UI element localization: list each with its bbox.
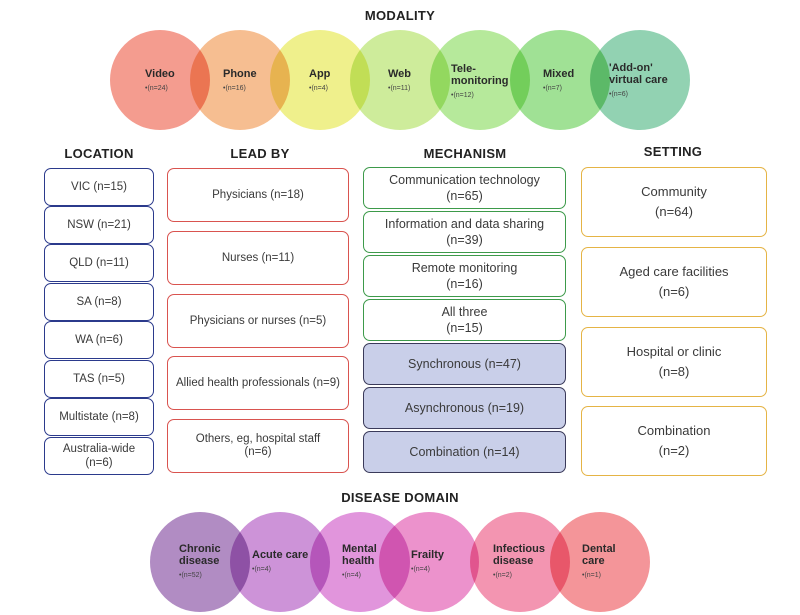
disease-domain-title: DISEASE DOMAIN	[341, 490, 459, 505]
mechanism-item-synchronous: Synchronous (n=47)	[363, 343, 566, 385]
disease-label-chronic: Chronic disease •(n=52)	[179, 543, 221, 579]
disease-label-dental: Dental care •(n=1)	[582, 543, 616, 579]
location-item-tas: TAS (n=5)	[44, 360, 154, 398]
setting-item-community: Community (n=64)	[581, 167, 767, 237]
modality-label-video: Video •(n=24)	[145, 68, 175, 92]
lead-by-title: LEAD BY	[230, 146, 290, 161]
modality-title: MODALITY	[364, 8, 436, 23]
mechanism-item-all-three: All three (n=15)	[363, 299, 566, 341]
lead-by-item-physicians-or-nurses: Physicians or nurses (n=5)	[167, 294, 349, 348]
mechanism-title: MECHANISM	[423, 146, 507, 161]
location-item-qld: QLD (n=11)	[44, 244, 154, 282]
location-item-multistate: Multistate (n=8)	[44, 398, 154, 436]
disease-label-infectious: Infectious disease •(n=2)	[493, 543, 545, 579]
mechanism-item-asynchronous: Asynchronous (n=19)	[363, 387, 566, 429]
location-item-sa: SA (n=8)	[44, 283, 154, 321]
modality-label-addon: 'Add-on' virtual care •(n=6)	[609, 62, 668, 98]
modality-label-app: App •(n=4)	[309, 68, 331, 92]
location-item-nsw: NSW (n=21)	[44, 206, 154, 244]
modality-label-telemonitoring: Tele- monitoring •(n=12)	[451, 63, 509, 99]
disease-label-mental-health: Mental health •(n=4)	[342, 543, 377, 579]
lead-by-item-physicians: Physicians (n=18)	[167, 168, 349, 222]
location-item-vic: VIC (n=15)	[44, 168, 154, 206]
setting-title: SETTING	[643, 144, 703, 159]
location-item-australia-wide: Australia-wide (n=6)	[44, 437, 154, 475]
mechanism-item-combination: Combination (n=14)	[363, 431, 566, 473]
modality-label-phone: Phone •(n=16)	[223, 68, 257, 92]
disease-label-frailty: Frailty •(n=4)	[411, 549, 445, 573]
modality-label-mixed: Mixed •(n=7)	[543, 68, 575, 92]
location-item-wa: WA (n=6)	[44, 321, 154, 359]
location-title: LOCATION	[64, 146, 134, 161]
mechanism-item-communication-technology: Communication technology (n=65)	[363, 167, 566, 209]
modality-label-web: Web •(n=11)	[388, 68, 412, 92]
setting-item-combination: Combination (n=2)	[581, 406, 767, 476]
mechanism-item-remote-monitoring: Remote monitoring (n=16)	[363, 255, 566, 297]
mechanism-item-information-data-sharing: Information and data sharing (n=39)	[363, 211, 566, 253]
lead-by-item-nurses: Nurses (n=11)	[167, 231, 349, 285]
setting-item-hospital-clinic: Hospital or clinic (n=8)	[581, 327, 767, 397]
disease-label-acute-care: Acute care •(n=4)	[252, 549, 309, 573]
lead-by-item-allied-health: Allied health professionals (n=9)	[167, 356, 349, 410]
setting-item-aged-care: Aged care facilities (n=6)	[581, 247, 767, 317]
lead-by-item-others: Others, eg, hospital staff (n=6)	[167, 419, 349, 473]
